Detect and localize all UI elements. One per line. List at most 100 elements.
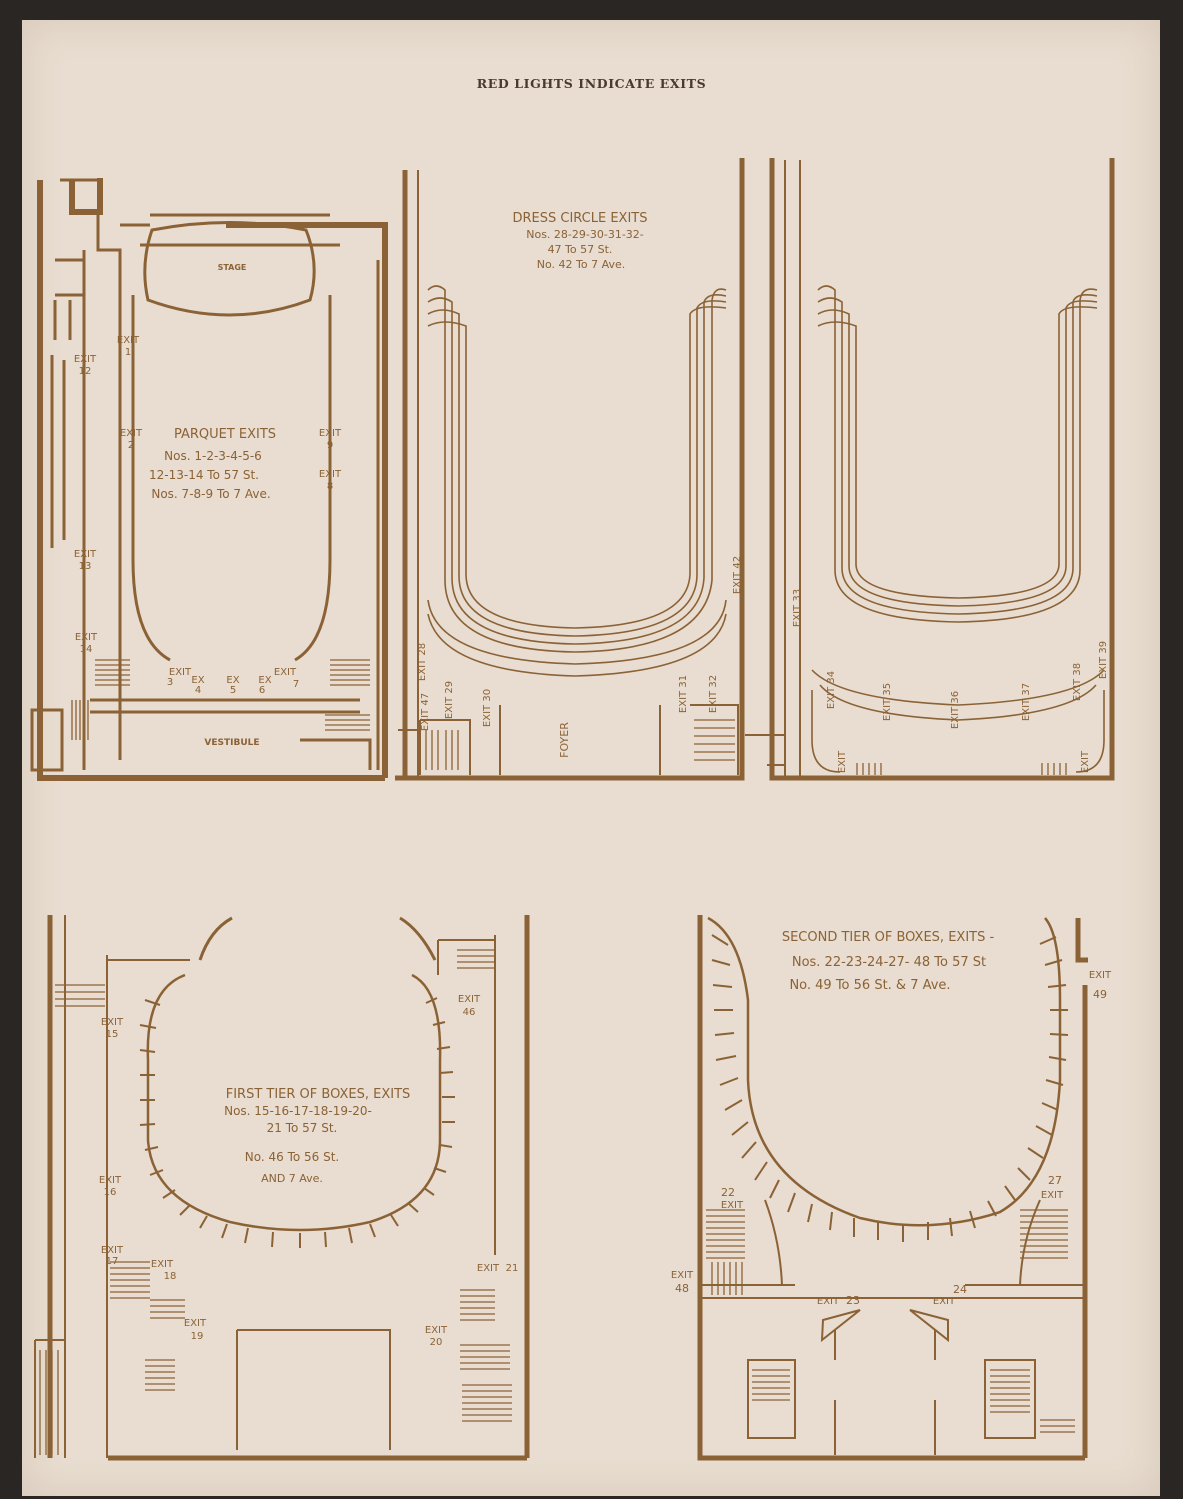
exit-label: EXIT bbox=[671, 1270, 694, 1281]
exit-number: 9 bbox=[327, 440, 333, 451]
dress-circle-plan: DRESS CIRCLE EXITS Nos. 28-29-30-31-32- … bbox=[395, 158, 745, 781]
vestibule-label: VESTIBULE bbox=[204, 738, 259, 748]
exit-number: 18 bbox=[164, 1271, 177, 1282]
exit-number: 20 bbox=[430, 1337, 443, 1348]
exit-label: EXIT bbox=[74, 354, 97, 365]
exit-label: EXIT bbox=[837, 750, 848, 773]
exit-number: 24 bbox=[953, 1283, 967, 1296]
exit-label: EXIT bbox=[101, 1245, 124, 1256]
exit-number: 27 bbox=[1048, 1174, 1062, 1187]
exit-label: EXIT bbox=[477, 1263, 500, 1274]
first-tier-note-line: No. 46 To 56 St. bbox=[245, 1150, 340, 1164]
exit-number: 17 bbox=[106, 1256, 119, 1267]
second-tier-note-line: No. 49 To 56 St. & 7 Ave. bbox=[789, 978, 950, 993]
exit-label: EXIT 47 bbox=[420, 693, 431, 731]
first-tier-note-title: FIRST TIER OF BOXES, EXITS bbox=[226, 1087, 411, 1102]
exit-label: EXIT 34 bbox=[826, 671, 837, 709]
foyer-label: FOYER bbox=[558, 722, 571, 758]
exit-label: EXIT 32 bbox=[708, 675, 719, 713]
second-tier-note-title: SECOND TIER OF BOXES, EXITS - bbox=[782, 930, 995, 945]
dress-circle-note-title: DRESS CIRCLE EXITS bbox=[512, 211, 647, 226]
first-tier-note-line: AND 7 Ave. bbox=[261, 1172, 323, 1185]
first-tier-box-ticks bbox=[139, 997, 455, 1248]
second-tier-plan: SECOND TIER OF BOXES, EXITS - Nos. 22-23… bbox=[671, 915, 1112, 1461]
parquet-note-title: PARQUET EXITS bbox=[174, 427, 276, 442]
exit-label: EXIT bbox=[75, 632, 98, 643]
exit-label: EXIT 33 bbox=[792, 589, 803, 627]
exit-number: 2 bbox=[128, 440, 134, 451]
second-tier-note-line: Nos. 22-23-24-27- 48 To 57 St bbox=[792, 955, 986, 970]
exit-number: 46 bbox=[463, 1007, 476, 1018]
parquet-note-line: 12-13-14 To 57 St. bbox=[149, 468, 259, 482]
exit-number: 5 bbox=[230, 685, 236, 696]
exit-label: EXIT 35 bbox=[882, 683, 893, 721]
exit-label: EXIT 36 bbox=[950, 691, 961, 729]
exit-number: 1 bbox=[125, 347, 131, 358]
exit-label: EXIT 29 bbox=[444, 681, 455, 719]
dress-circle-note-line: No. 42 To 7 Ave. bbox=[537, 258, 625, 271]
parquet-plan: STAGE VESTIBULE PARQUET EXITS Nos. 1-2-3… bbox=[30, 178, 388, 781]
exit-label: EXIT bbox=[319, 469, 342, 480]
exit-label: EXIT bbox=[425, 1325, 448, 1336]
exit-label: EXIT bbox=[721, 1200, 744, 1211]
exit-label: EXIT bbox=[933, 1296, 956, 1307]
exit-label: EXIT bbox=[817, 1296, 840, 1307]
exit-label: EXIT bbox=[169, 667, 192, 678]
parquet-note-line: Nos. 1-2-3-4-5-6 bbox=[164, 449, 262, 463]
exit-number: 19 bbox=[191, 1331, 204, 1342]
page-title: RED LIGHTS INDICATE EXITS bbox=[476, 76, 707, 91]
exit-number: 4 bbox=[195, 685, 201, 696]
exit-number: 13 bbox=[79, 561, 92, 572]
exit-number: 15 bbox=[106, 1029, 119, 1040]
exit-label: EXIT 37 bbox=[1021, 683, 1032, 721]
exit-label: EXIT bbox=[117, 335, 140, 346]
second-tier-box-ticks bbox=[711, 934, 1069, 1242]
dress-circle-note-line: Nos. 28-29-30-31-32- bbox=[526, 228, 644, 241]
stage-label: STAGE bbox=[218, 263, 247, 272]
exit-label: EXIT 42 bbox=[732, 556, 743, 594]
exit-number: 7 bbox=[293, 679, 299, 690]
exit-number: 16 bbox=[104, 1187, 117, 1198]
exit-label: EXIT bbox=[151, 1259, 174, 1270]
exit-label: EXIT 38 bbox=[1072, 663, 1083, 701]
first-tier-note-line: 21 To 57 St. bbox=[267, 1121, 338, 1135]
exit-label: EXIT bbox=[99, 1175, 122, 1186]
exit-label: EXIT bbox=[74, 549, 97, 560]
exit-label: EXIT 31 bbox=[678, 675, 689, 713]
exit-label: EX bbox=[191, 675, 204, 686]
exit-number: 49 bbox=[1093, 988, 1107, 1001]
exit-number: 3 bbox=[167, 677, 173, 688]
exit-label: EXIT 39 bbox=[1098, 641, 1109, 679]
exit-label: EXIT bbox=[1080, 750, 1091, 773]
exit-number: 21 bbox=[506, 1263, 519, 1274]
balcony-plan: EXIT 33 EXIT 34 EXIT 35 EXIT 36 EXIT 37 … bbox=[745, 158, 1115, 781]
exit-number: 22 bbox=[721, 1186, 735, 1199]
exit-number: 48 bbox=[675, 1282, 689, 1295]
exit-label: EXIT bbox=[1089, 970, 1112, 981]
exit-number: 23 bbox=[846, 1294, 860, 1307]
exit-number: 14 bbox=[80, 644, 93, 655]
balcony-exit-labels: EXIT 33 EXIT 34 EXIT 35 EXIT 36 EXIT 37 … bbox=[792, 589, 1109, 773]
exit-number: 6 bbox=[259, 685, 265, 696]
exit-label: EX bbox=[258, 675, 271, 686]
dress-circle-exit-labels: EXIT 28 EXIT 47 EXIT 29 EXIT 30 EXIT 31 … bbox=[417, 556, 743, 731]
exit-label: EXIT bbox=[120, 428, 143, 439]
exit-number: 12 bbox=[79, 366, 92, 377]
exit-label: EXIT 28 bbox=[417, 643, 428, 681]
exit-label: EXIT bbox=[1041, 1190, 1064, 1201]
exit-label: EXIT bbox=[274, 667, 297, 678]
exit-label: EXIT bbox=[458, 994, 481, 1005]
exit-label: EX bbox=[226, 675, 239, 686]
exit-label: EXIT bbox=[184, 1318, 207, 1329]
exit-number: 8 bbox=[327, 481, 333, 492]
exit-label: EXIT 30 bbox=[482, 689, 493, 727]
dress-circle-note-line: 47 To 57 St. bbox=[548, 243, 613, 256]
exit-label: EXIT bbox=[101, 1017, 124, 1028]
parquet-note-line: Nos. 7-8-9 To 7 Ave. bbox=[151, 487, 270, 501]
paper-sheet bbox=[22, 20, 1160, 1496]
first-tier-note-line: Nos. 15-16-17-18-19-20- bbox=[224, 1104, 372, 1118]
